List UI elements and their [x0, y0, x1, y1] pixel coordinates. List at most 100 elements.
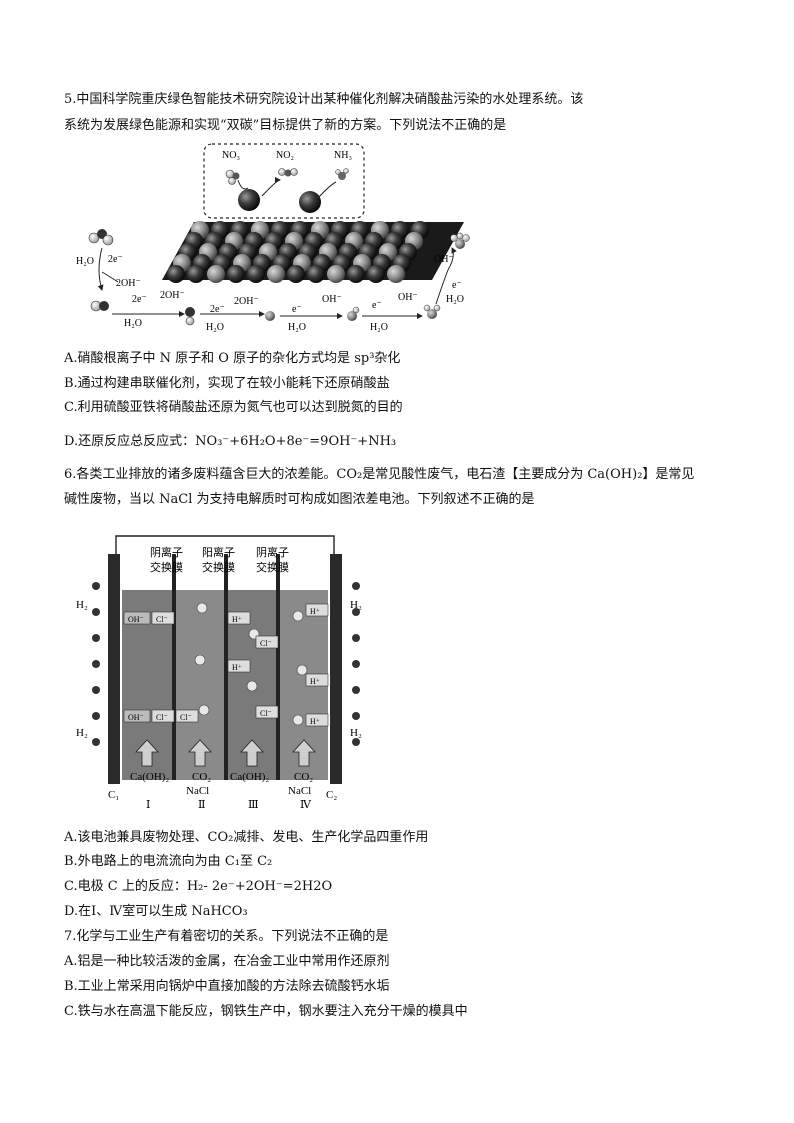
catalyst-ball — [347, 265, 365, 283]
molecule-icons — [225, 168, 349, 185]
right-label-oh: OH⁻ — [434, 254, 454, 265]
q7-option-b[interactable]: B.工业上常采用向锅炉中直接加酸的方法除去硫酸钙水垢 — [64, 979, 390, 994]
catalyst-ball — [167, 265, 185, 283]
h2-label-left-bottom: H₂ — [76, 727, 88, 739]
right-label-e: e⁻ — [452, 280, 462, 291]
external-circuit-wire — [115, 535, 335, 556]
left-label-h2o: H₂O — [76, 256, 94, 267]
bottom-label-1: 2e⁻ — [132, 294, 147, 305]
q7-stem: 7.化学与工业生产有着密切的关系。下列说法不正确的是 — [64, 929, 389, 944]
left-label-2oh: 2OH⁻ — [116, 278, 141, 289]
catalyst-ball — [247, 265, 265, 283]
ion-label-4: Cl⁻ — [180, 713, 192, 722]
q5-option-a[interactable]: A.硝酸根离子中 N 原子和 O 原子的杂化方式均是 sp³杂化 — [64, 351, 401, 366]
feed-label-2b: NaCl — [186, 785, 209, 797]
right-nh3-molecule — [450, 232, 470, 249]
bottom-label-12: OH⁻ — [398, 292, 418, 303]
catalyst-ball — [327, 265, 345, 283]
catalyst-ball — [387, 265, 405, 283]
ion-label-5: H⁺ — [232, 615, 242, 624]
q7-option-a[interactable]: A.铝是一种比较活泼的金属，在冶金工业中常用作还原剂 — [64, 954, 390, 969]
catalyst-ball — [367, 265, 385, 283]
left-h2o-molecule — [88, 229, 114, 246]
chain-molecule-2 — [265, 311, 275, 321]
chain-molecule-4 — [423, 304, 441, 319]
membrane-label-3b: 交换膜 — [256, 560, 289, 574]
q6-concentration-cell-figure: 阴离子 交换膜 阳离子 交换膜 阴离子 交换膜 H₂ H₂ H₂ H₂ OH⁻ … — [76, 535, 362, 811]
electrode-label-c1: C₁ — [108, 789, 119, 801]
q5-option-d-formula: NO₃⁻+6H₂O+8e⁻=9OH⁻+NH₃ — [195, 434, 397, 449]
ion-label-1: OH⁻ — [128, 615, 144, 624]
catalyst-ball — [307, 265, 325, 283]
bottom-label-2: H₂O — [124, 318, 142, 329]
catalyst-ball — [227, 265, 245, 283]
q6-option-a[interactable]: A.该电池兼具废物处理、CO₂减排、发电、生产化学品四重作用 — [64, 830, 429, 845]
left-product-molecule — [90, 300, 109, 312]
q6-stem-line1: 6.各类工业排放的诸多废料蕴含巨大的浓差能。CO₂是常见酸性废气，电石渣【主要成… — [64, 467, 695, 482]
ion-label-11: H⁺ — [310, 677, 320, 686]
q5-option-d-prefix: D.还原反应总反应式： — [64, 434, 196, 449]
ion-label-9: Cl⁻ — [260, 709, 272, 718]
ion-label-10: H⁺ — [310, 607, 320, 616]
q5-stem-line2: 系统为发展绿色能源和实现“双碳”目标提供了新的方案。下列说法不正确的是 — [64, 118, 507, 133]
dashed-inset-box — [203, 143, 365, 219]
q5-option-d[interactable]: D.还原反应总反应式：NO₃⁻+6H₂O+8e⁻=9OH⁻+NH₃ — [64, 433, 396, 451]
chamber-label-4: Ⅳ — [300, 799, 312, 811]
q5-option-c[interactable]: C.利用硫酸亚铁将硝酸盐还原为氮气也可以达到脱氮的目的 — [64, 400, 403, 415]
q6-stem-line2: 碱性废物，当以 NaCl 为支持电解质时可构成如图浓差电池。下列叙述不正确的是 — [64, 492, 535, 507]
bottom-label-11: H₂O — [370, 322, 388, 333]
h2-label-right-top: H₂ — [350, 599, 362, 611]
q5-catalyst-figure: NO₃ NO₂ NH₃ H₂O 2e⁻ 2OH⁻ 2e⁻ H₂O — [76, 143, 470, 333]
catalyst-ball — [207, 265, 225, 283]
bottom-label-3: 2OH⁻ — [160, 290, 185, 301]
bottom-label-8: H₂O — [288, 322, 306, 333]
bottom-label-6: 2OH⁻ — [234, 296, 259, 307]
membrane-label-2b: 交换膜 — [202, 560, 235, 574]
q6-option-b[interactable]: B.外电路上的电流流向为由 C₁至 C₂ — [64, 854, 273, 869]
left-label-2e: 2e⁻ — [108, 254, 123, 265]
catalyst-atom-2 — [299, 191, 321, 213]
electrode-c2 — [330, 554, 342, 784]
feed-label-3: Ca(OH)₂ — [230, 771, 269, 783]
feed-label-4: CO₂ — [294, 771, 313, 783]
feed-label-2: CO₂ — [192, 771, 211, 783]
membrane-label-2a: 阳离子 — [202, 545, 235, 559]
bottom-label-7: e⁻ — [292, 304, 302, 315]
ion-label-7: Cl⁻ — [260, 639, 272, 648]
membrane-1 — [172, 554, 176, 780]
bottom-label-5: H₂O — [206, 322, 224, 333]
chamber-label-2: Ⅱ — [198, 799, 205, 811]
ion-label-12: H⁺ — [310, 717, 320, 726]
feed-arrows — [135, 739, 316, 767]
h2-label-right-bottom: H₂ — [350, 727, 362, 739]
box-label-nh3: NH₃ — [334, 150, 352, 161]
electrode-c1 — [108, 554, 120, 784]
membrane-3 — [276, 554, 280, 780]
membrane-label-1a: 阴离子 — [150, 545, 183, 559]
h2-bubbles-right — [352, 582, 360, 746]
catalyst-ball — [267, 265, 285, 283]
catalyst-ball — [287, 265, 305, 283]
q6-option-d[interactable]: D.在Ⅰ、Ⅳ室可以生成 NaHCO₃ — [64, 904, 248, 919]
bottom-label-9: OH⁻ — [322, 294, 342, 305]
right-label-h2o: H₂O — [446, 294, 464, 305]
ion-label-3: Cl⁻ — [156, 713, 168, 722]
ion-arrows: OH⁻ Cl⁻ Cl⁻ OH⁻ Cl⁻ H⁺ H⁺ Cl⁻ Cl⁻ H⁺ H⁺ … — [123, 603, 329, 727]
feed-label-4b: NaCl — [288, 785, 311, 797]
membrane-2 — [224, 554, 228, 780]
catalyst-ball — [187, 265, 205, 283]
chamber-label-1: Ⅰ — [146, 799, 150, 811]
q5-stem-line1: 5.中国科学院重庆绿色智能技术研究院设计出某种催化剂解决硝酸盐污染的水处理系统。… — [64, 92, 584, 107]
h2-label-left-top: H₂ — [76, 599, 88, 611]
q6-option-c[interactable]: C.电极 C 上的反应：H₂- 2e⁻+2OH⁻=2H2O — [64, 879, 333, 894]
electrode-label-c2: C₂ — [326, 789, 337, 801]
q7-option-c[interactable]: C.铁与水在高温下能反应，钢铁生产中，钢水要注入充分干燥的模具中 — [64, 1004, 468, 1019]
box-label-no2: NO₂ — [276, 150, 294, 161]
bottom-label-10: e⁻ — [372, 300, 382, 311]
catalyst-atom-1 — [238, 189, 260, 211]
ion-label-2: Cl⁻ — [156, 615, 168, 624]
chain-molecule-1 — [185, 307, 195, 326]
membrane-label-3a: 阴离子 — [256, 545, 289, 559]
chain-molecule-3 — [347, 306, 360, 321]
q5-option-b[interactable]: B.通过构建串联催化剂，实现了在较小能耗下还原硝酸盐 — [64, 376, 390, 391]
